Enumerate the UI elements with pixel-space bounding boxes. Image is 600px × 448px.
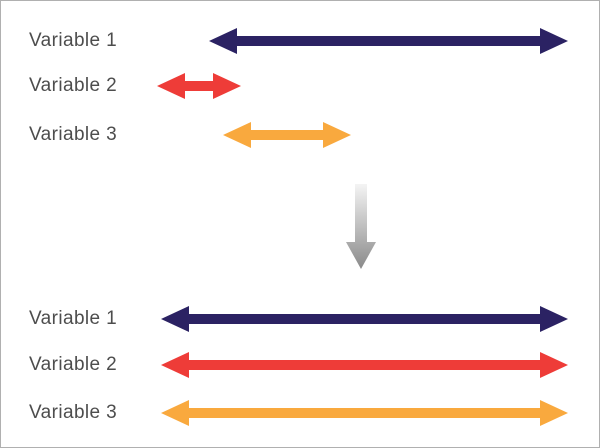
arrow-shaft	[185, 408, 544, 418]
variable-2-label-top: Variable 2	[29, 75, 118, 96]
variable-1-range-arrow-top	[209, 28, 568, 54]
variable-3-range-arrow-top	[223, 122, 351, 148]
variable-2-range-arrow-bottom	[161, 352, 568, 378]
variable-3-label-top: Variable 3	[29, 124, 118, 145]
down-arrow-icon	[346, 184, 376, 269]
variable-3-label-bottom: Variable 3	[29, 402, 118, 423]
variable-1-range-arrow-bottom	[161, 306, 568, 332]
variable-1-label-top: Variable 1	[29, 30, 118, 51]
arrow-shaft	[185, 314, 544, 324]
arrow-shaft	[185, 360, 544, 370]
variable-2-range-arrow-top	[157, 73, 241, 99]
variable-1-label-bottom: Variable 1	[29, 308, 118, 329]
variable-3-range-arrow-bottom	[161, 400, 568, 426]
variable-2-label-bottom: Variable 2	[29, 354, 118, 375]
arrow-shaft	[233, 36, 544, 46]
arrow-shaft	[247, 130, 327, 140]
arrow-shaft	[181, 81, 217, 91]
